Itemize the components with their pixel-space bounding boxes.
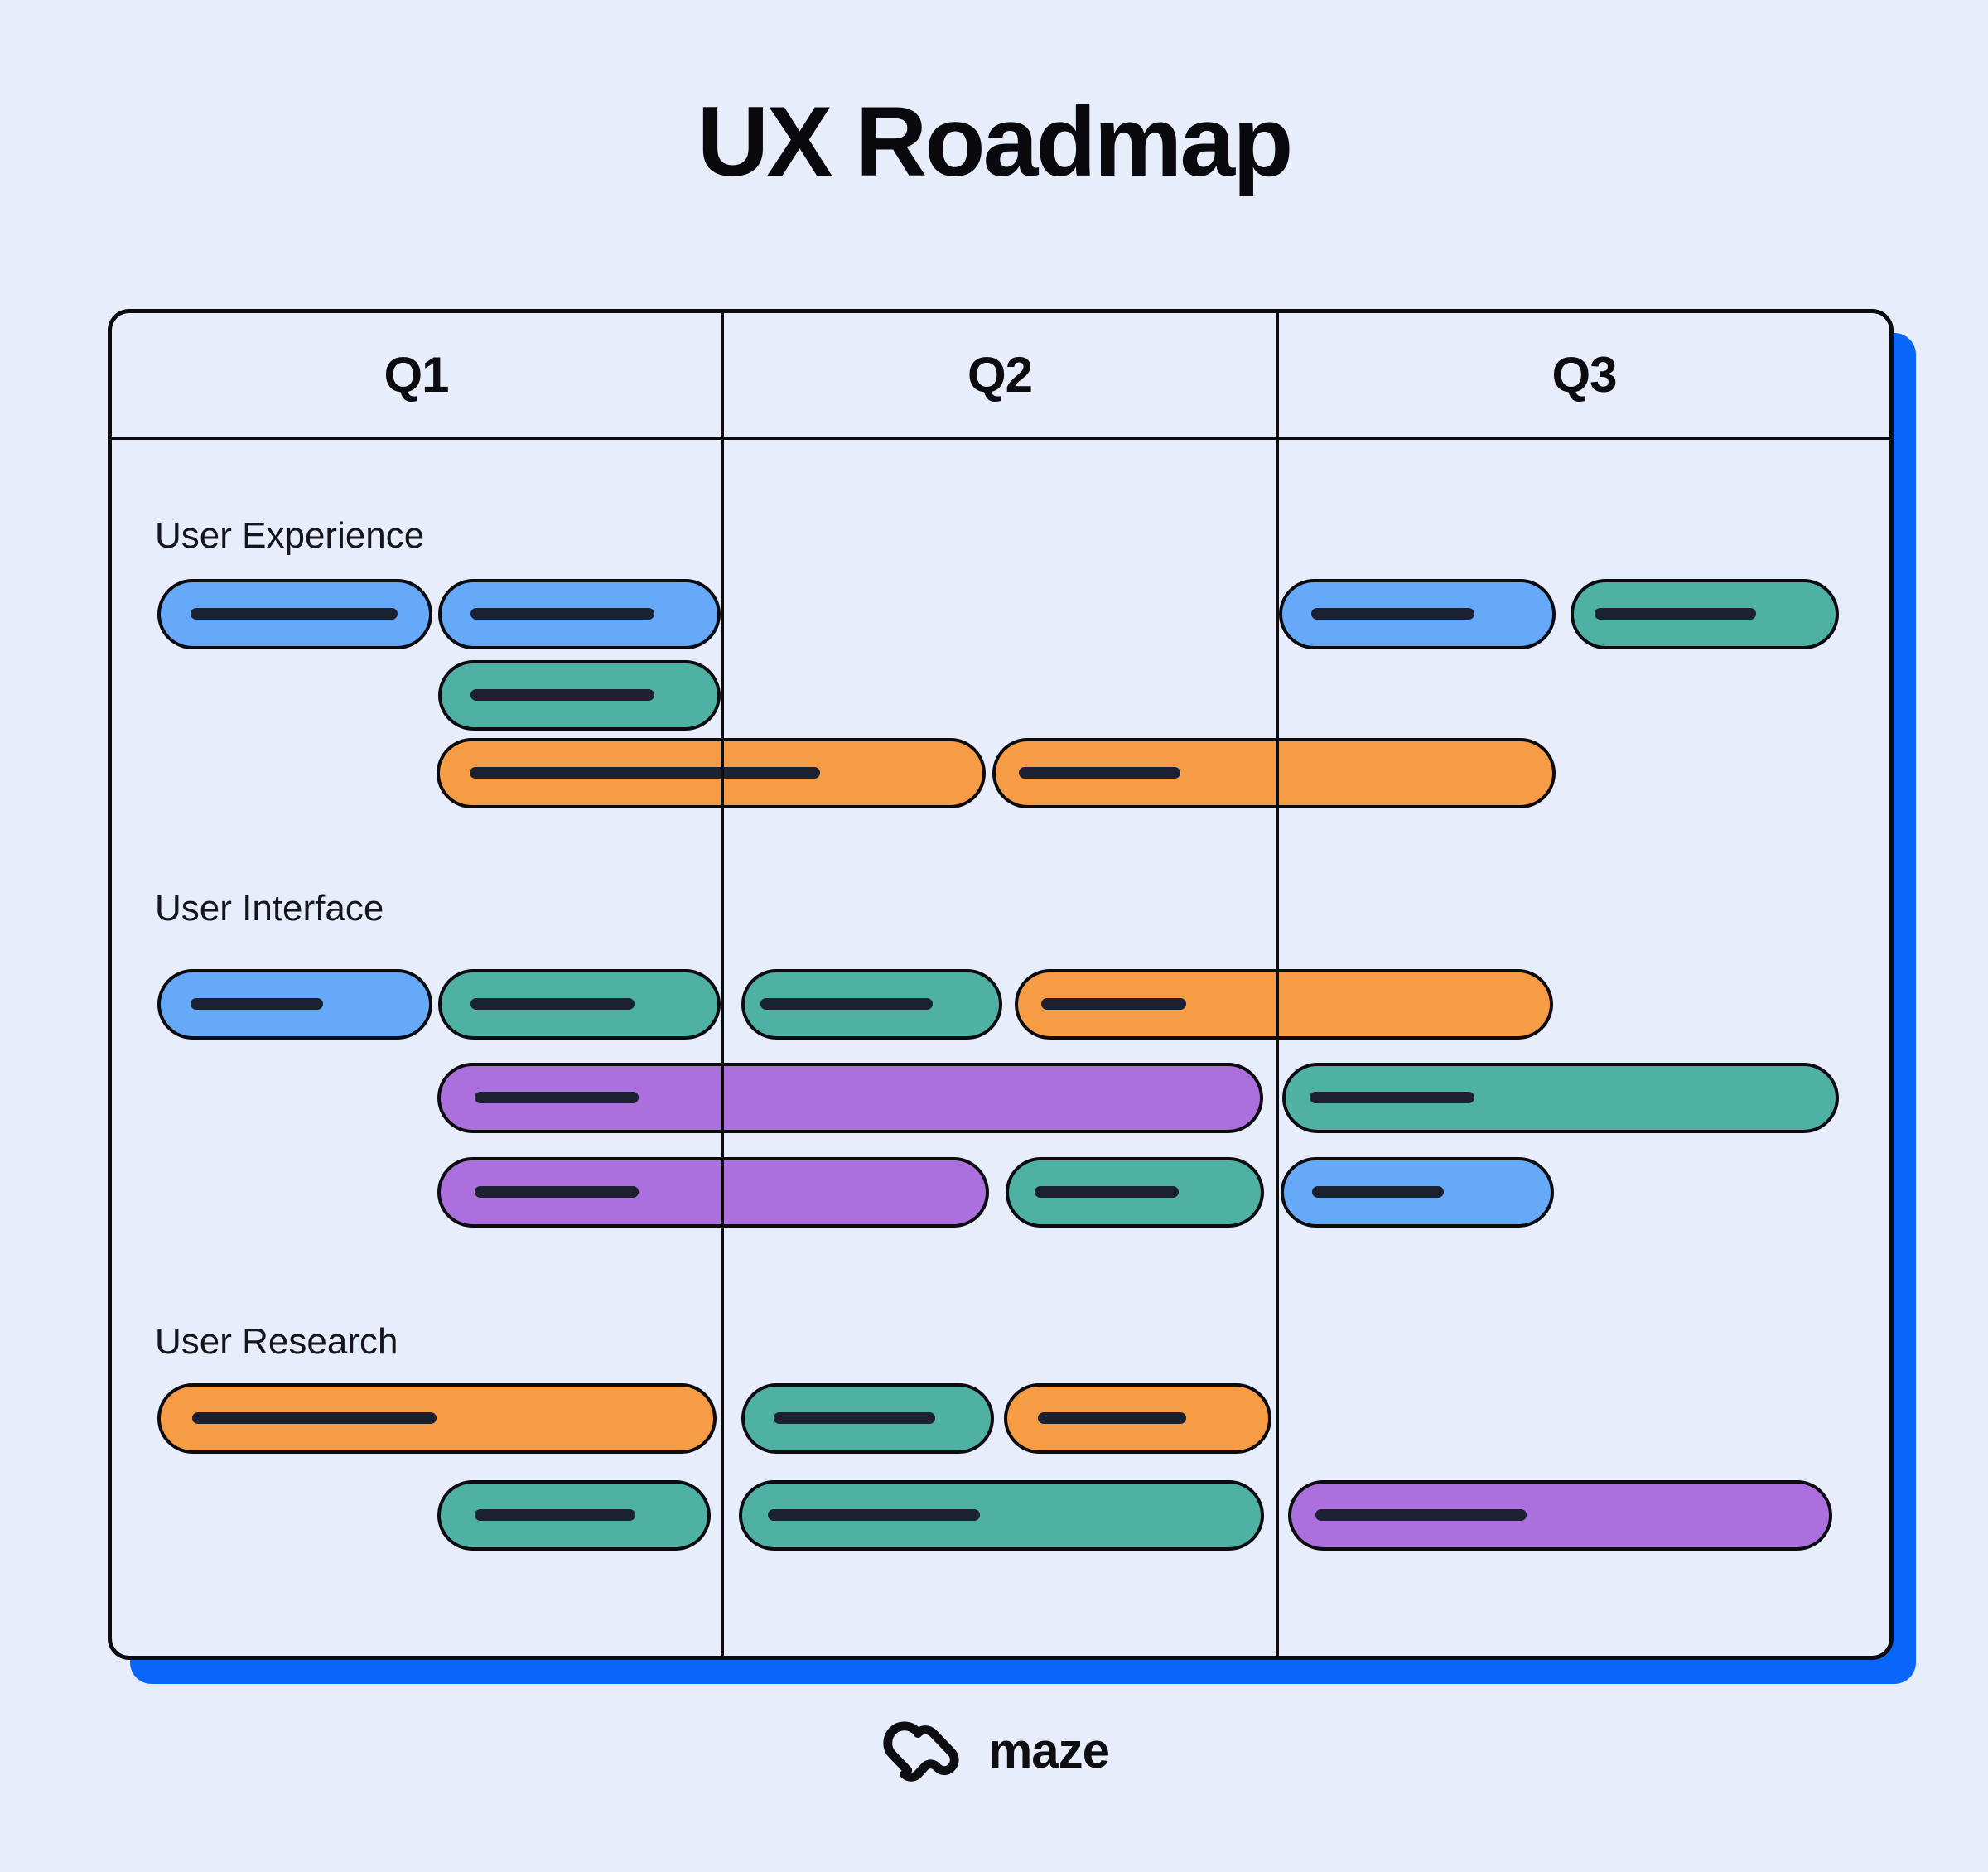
bar-text-line	[768, 1509, 980, 1521]
column-header-q2: Q2	[967, 347, 1033, 403]
roadmap-bar-purple	[1288, 1480, 1832, 1551]
roadmap-bar-blue	[1281, 1157, 1554, 1228]
bar-text-line	[1315, 1509, 1527, 1521]
column-divider-2	[1276, 313, 1279, 1656]
bar-text-line	[191, 608, 398, 620]
roadmap-bar-teal	[1006, 1157, 1264, 1228]
bar-text-line	[475, 1186, 639, 1198]
section-label: User Experience	[155, 515, 425, 556]
column-header-q1: Q1	[384, 347, 449, 403]
roadmap-bar-teal	[1282, 1063, 1839, 1133]
bar-text-line	[1312, 1186, 1444, 1198]
section-label: User Interface	[155, 888, 384, 929]
bar-text-line	[1595, 608, 1756, 620]
bar-text-line	[470, 689, 654, 701]
section-label: User Research	[155, 1321, 398, 1362]
column-header-q3: Q3	[1551, 347, 1617, 403]
bar-text-line	[470, 767, 820, 779]
roadmap-bar-blue	[157, 579, 432, 649]
bar-text-line	[1311, 608, 1474, 620]
bar-text-line	[191, 998, 323, 1010]
roadmap-bar-blue	[438, 579, 721, 649]
roadmap-bar-teal	[1571, 579, 1839, 649]
bar-text-line	[760, 998, 933, 1010]
roadmap-bar-orange	[1004, 1383, 1271, 1454]
brand-name: maze	[987, 1722, 1110, 1778]
brand-footer: maze	[0, 1716, 1988, 1784]
roadmap-bar-teal	[437, 1480, 711, 1551]
bar-text-line	[1310, 1092, 1474, 1103]
roadmap-bar-orange	[992, 738, 1556, 808]
roadmap-bar-teal	[741, 1383, 994, 1454]
table-header: Q1 Q2 Q3	[112, 313, 1889, 440]
roadmap-bar-teal	[438, 660, 721, 731]
bar-text-line	[475, 1092, 639, 1103]
roadmap-bar-teal	[741, 969, 1002, 1040]
roadmap-bar-purple	[437, 1157, 989, 1228]
roadmap-bar-orange	[157, 1383, 717, 1454]
roadmap-bar-blue	[157, 969, 432, 1040]
maze-squiggle-icon	[883, 1721, 959, 1782]
bar-text-line	[470, 608, 654, 620]
roadmap-bar-orange	[1015, 969, 1553, 1040]
page-title: UX Roadmap	[697, 86, 1294, 197]
roadmap-bar-orange	[437, 738, 986, 808]
bar-text-line	[192, 1412, 437, 1424]
bar-text-line	[1038, 1412, 1186, 1424]
bar-text-line	[1019, 767, 1180, 779]
column-divider-1	[721, 313, 724, 1656]
roadmap-bar-blue	[1279, 579, 1556, 649]
bar-text-line	[774, 1412, 935, 1424]
bar-text-line	[1035, 1186, 1179, 1198]
bar-text-line	[1041, 998, 1186, 1010]
roadmap-bar-teal	[739, 1480, 1264, 1551]
roadmap-bar-teal	[438, 969, 721, 1040]
bar-text-line	[475, 1509, 635, 1521]
roadmap-bar-purple	[437, 1063, 1263, 1133]
bar-text-line	[470, 998, 635, 1010]
